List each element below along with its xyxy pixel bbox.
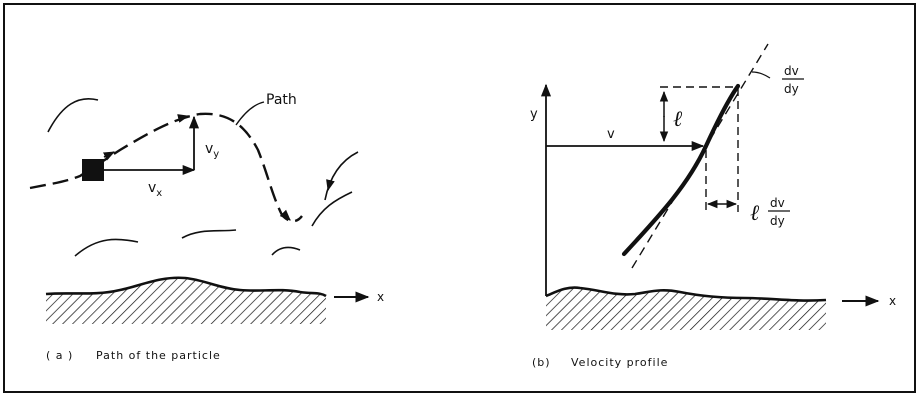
y-axis-label: y — [530, 107, 538, 122]
slope-arc — [751, 71, 771, 79]
eddy-curve — [311, 191, 353, 227]
vx-label: vx — [148, 180, 162, 199]
eddy-curve — [181, 229, 237, 239]
v-label: v — [607, 127, 615, 142]
l-label: ℓ — [673, 107, 683, 132]
dy-bottom-denominator: dy — [770, 214, 785, 228]
velocity-profile-curve — [621, 83, 741, 257]
particle-path — [29, 112, 303, 223]
dy-top-denominator: dy — [784, 82, 799, 96]
eddy-arrow — [326, 179, 335, 192]
ldvdy-l-symbol: ℓ — [750, 201, 760, 226]
x-axis-label: x — [889, 294, 896, 308]
ground-hatch — [546, 287, 826, 330]
dv-bottom-numerator: dv — [770, 196, 785, 210]
caption-a-letter: ( a ) — [46, 349, 73, 362]
ground-hatch — [46, 277, 326, 324]
dv-top-numerator: dv — [784, 64, 799, 78]
path-arrow — [102, 151, 116, 161]
vy-label: vy — [205, 141, 219, 160]
path-leader — [235, 101, 265, 126]
ground-surface — [45, 276, 327, 298]
caption-b-letter: (b) — [532, 356, 551, 369]
path-label: Path — [266, 92, 297, 108]
tangent-line — [631, 43, 769, 269]
x-axis-label: x — [377, 290, 384, 304]
eddy-curve — [47, 98, 99, 133]
ground-surface — [545, 286, 827, 302]
path-arrow — [177, 114, 190, 123]
eddy-curve — [324, 151, 359, 201]
panel-a: Path vy vx x ( a ) Path of the particle — [29, 92, 384, 362]
eddy-curve — [74, 238, 139, 257]
eddy-curve — [271, 246, 301, 256]
caption-a-text: Path of the particle — [96, 349, 221, 362]
panel-b: y v ℓ ℓ dv dy dv dy x (b) — [530, 43, 896, 369]
caption-b-text: Velocity profile — [571, 356, 668, 369]
path-arrow — [279, 209, 291, 221]
particle-square — [82, 159, 104, 181]
